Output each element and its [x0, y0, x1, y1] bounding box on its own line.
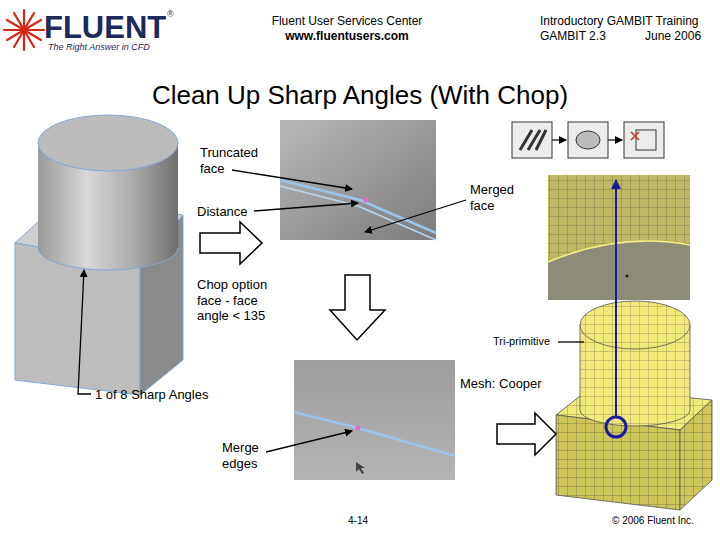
header-text: Introductory GAMBIT Training	[540, 14, 699, 28]
cube-cylinder-model	[15, 115, 183, 395]
callout-label: 1 of 8 Sharp Angles	[95, 387, 208, 403]
note-label: Chop option face - face angle < 135	[197, 277, 281, 324]
leader-lines	[78, 170, 584, 452]
toolbar-icons	[512, 122, 664, 158]
zoom-merged	[294, 360, 455, 480]
logo-tagline: The Right Answer in CFD	[48, 42, 150, 53]
header-text: GAMBIT 2.3	[540, 29, 606, 43]
copyright: © 2006 Fluent Inc.	[612, 515, 694, 527]
callout-label: Tri-primitive	[493, 335, 550, 348]
flow-arrows	[200, 222, 556, 455]
callout-label: Distance	[197, 204, 248, 220]
zoom-truncated	[280, 120, 436, 240]
header-text: June 2006	[645, 29, 701, 43]
callout-label: Merged face	[470, 182, 524, 213]
logo-word: FLUENT	[44, 9, 166, 46]
zoom-mesh	[548, 175, 690, 300]
callout-label: Merge edges	[222, 440, 268, 471]
logo-burst	[4, 10, 44, 50]
callout-label: Truncated face	[200, 145, 266, 176]
step-label: Mesh: Cooper	[460, 376, 542, 392]
slide-title: Clean Up Sharp Angles (With Chop)	[0, 80, 720, 111]
meshed-model	[556, 180, 712, 510]
header-url: www.fluentusers.com	[252, 29, 442, 43]
header-text: Fluent User Services Center	[252, 14, 442, 28]
page-number: 4-14	[348, 515, 368, 527]
logo-mark: ®	[167, 9, 174, 20]
